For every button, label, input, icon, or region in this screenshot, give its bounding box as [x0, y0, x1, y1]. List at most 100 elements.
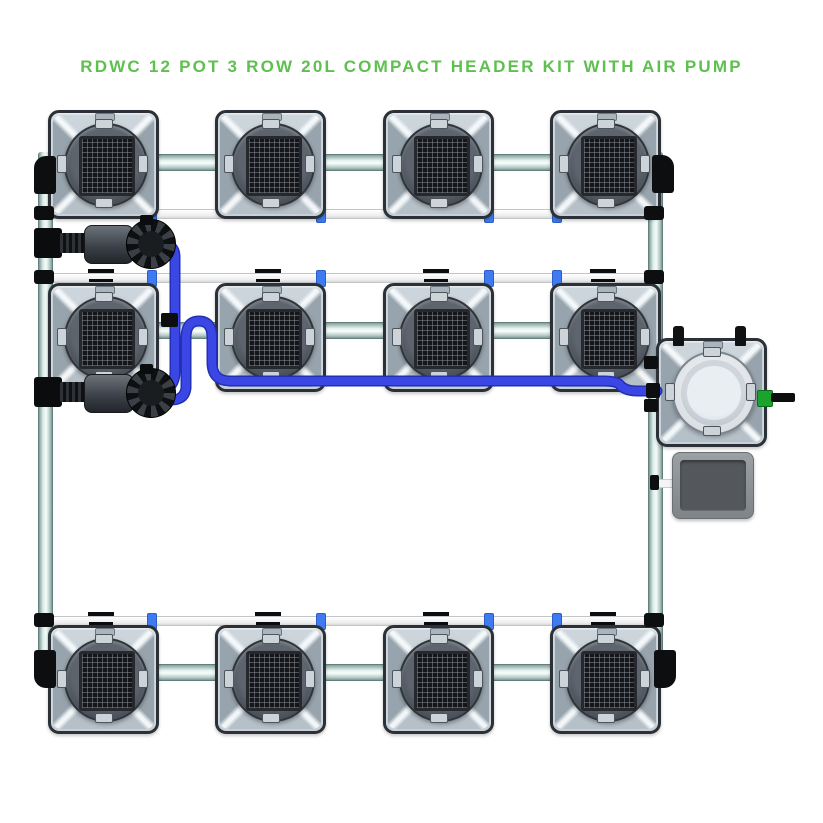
- header-tank-lid: [671, 350, 756, 435]
- pipe-elbow-bottom-right: [654, 650, 676, 688]
- lid-tab-s: [430, 713, 448, 723]
- lid-tab-e: [640, 328, 650, 346]
- net-pot-mesh-icon: [78, 650, 135, 711]
- pot-row3-col1: [48, 625, 159, 734]
- lid-tab-w: [392, 670, 402, 688]
- net-pot-mesh-icon: [413, 135, 470, 196]
- header-port-upper: [644, 356, 658, 369]
- lid-tab-e: [305, 155, 315, 173]
- pot-link-pipe-r2-3: [484, 322, 558, 339]
- pipe-junction-collar: [34, 613, 54, 627]
- lid-tab-s: [597, 198, 615, 208]
- pipe-junction-collar: [34, 206, 54, 220]
- pot-row3-col3: [383, 625, 494, 734]
- lid-tab-e: [473, 328, 483, 346]
- lid-tab-s: [430, 198, 448, 208]
- lid-tab-n: [95, 634, 113, 644]
- net-pot-mesh-icon: [413, 308, 470, 369]
- pump-nub: [140, 215, 153, 225]
- lid-tab-n: [95, 119, 113, 129]
- pump-body: [84, 225, 134, 264]
- lid-tab-w: [224, 155, 234, 173]
- lid-tab-w: [224, 670, 234, 688]
- pump-pipe-fitting: [34, 228, 62, 258]
- header-drain-nub: [771, 393, 795, 402]
- header-tank: [656, 326, 795, 447]
- lid-tab-w: [224, 328, 234, 346]
- pot-link-pipe-r3-3: [484, 664, 558, 681]
- lid-tab-e: [640, 670, 650, 688]
- pot-row2-col4: [550, 283, 661, 392]
- lid-tab-w: [57, 328, 67, 346]
- pump-body: [84, 374, 134, 413]
- pump-coupler: [60, 233, 88, 253]
- lid-tab-n: [430, 292, 448, 302]
- pot-row1-col1: [48, 110, 159, 219]
- lid-tab-n: [430, 119, 448, 129]
- lid-tab-w: [57, 670, 67, 688]
- net-pot-mesh-icon: [245, 650, 302, 711]
- pipe-clamp-mark: [590, 612, 616, 625]
- pipe-clamp-mark: [590, 269, 616, 282]
- lid-tab-n: [703, 347, 721, 357]
- net-pot-mesh-icon: [245, 135, 302, 196]
- lid-tab-e: [305, 328, 315, 346]
- pot-row1-col3: [383, 110, 494, 219]
- lid-tab-s: [703, 426, 721, 436]
- lid-tab-s: [262, 198, 280, 208]
- return-pipe-2: [45, 269, 657, 287]
- net-pot-mesh-icon: [580, 308, 637, 369]
- air-pump-screen: [680, 460, 746, 511]
- lid-tab-n: [597, 119, 615, 129]
- lid-tab-e: [138, 155, 148, 173]
- pump-coupler: [60, 382, 88, 402]
- water-pump-1: [34, 215, 184, 269]
- air-inlet-post-1: [673, 326, 684, 346]
- pipe-junction-collar: [644, 206, 664, 220]
- lid-tab-n: [262, 634, 280, 644]
- pot-link-pipe-r3-1: [146, 664, 220, 681]
- page-title: RDWC 12 POT 3 ROW 20L COMPACT HEADER KIT…: [80, 57, 743, 76]
- lid-tab-s: [95, 198, 113, 208]
- pot-row1-col4: [550, 110, 661, 219]
- air-pump: [672, 452, 754, 519]
- net-pot-mesh-icon: [78, 308, 135, 369]
- header-tube-inlet: [646, 383, 660, 398]
- net-pot-mesh-icon: [245, 308, 302, 369]
- pot-row1-col2: [215, 110, 326, 219]
- net-pot-mesh-icon: [78, 135, 135, 196]
- net-pot-mesh-icon: [580, 650, 637, 711]
- lid-tab-n: [95, 292, 113, 302]
- pipe-clamp-mark: [423, 612, 449, 625]
- pipe-junction-collar: [644, 270, 664, 284]
- pipe-junction-collar: [34, 270, 54, 284]
- lid-tab-s: [95, 713, 113, 723]
- air-line-clip: [650, 475, 659, 490]
- lid-tab-e: [473, 670, 483, 688]
- pipe-junction-collar: [644, 613, 664, 627]
- pump-nub: [140, 364, 153, 374]
- manifold-pipe-left: [38, 152, 53, 686]
- pipe-clamp-mark: [423, 269, 449, 282]
- lid-tab-e: [305, 670, 315, 688]
- lid-tab-w: [57, 155, 67, 173]
- lid-tab-w: [392, 155, 402, 173]
- lid-tab-w: [559, 328, 569, 346]
- pipe-clamp-mark: [255, 612, 281, 625]
- pump-head: [126, 368, 176, 418]
- lid-tab-e: [473, 155, 483, 173]
- pipe-elbow-top-left: [34, 156, 56, 194]
- lid-tab-w: [559, 155, 569, 173]
- header-port-lower: [644, 399, 658, 412]
- lid-tab-w: [665, 383, 675, 401]
- lid-tab-e: [640, 155, 650, 173]
- pot-row2-col3: [383, 283, 494, 392]
- pot-link-pipe-r2-2: [316, 322, 390, 339]
- lid-tab-s: [262, 371, 280, 381]
- lid-tab-s: [262, 713, 280, 723]
- pot-row3-col4: [550, 625, 661, 734]
- lid-tab-e: [138, 328, 148, 346]
- pipe-clamp-mark: [88, 269, 114, 282]
- pump-head: [126, 219, 176, 269]
